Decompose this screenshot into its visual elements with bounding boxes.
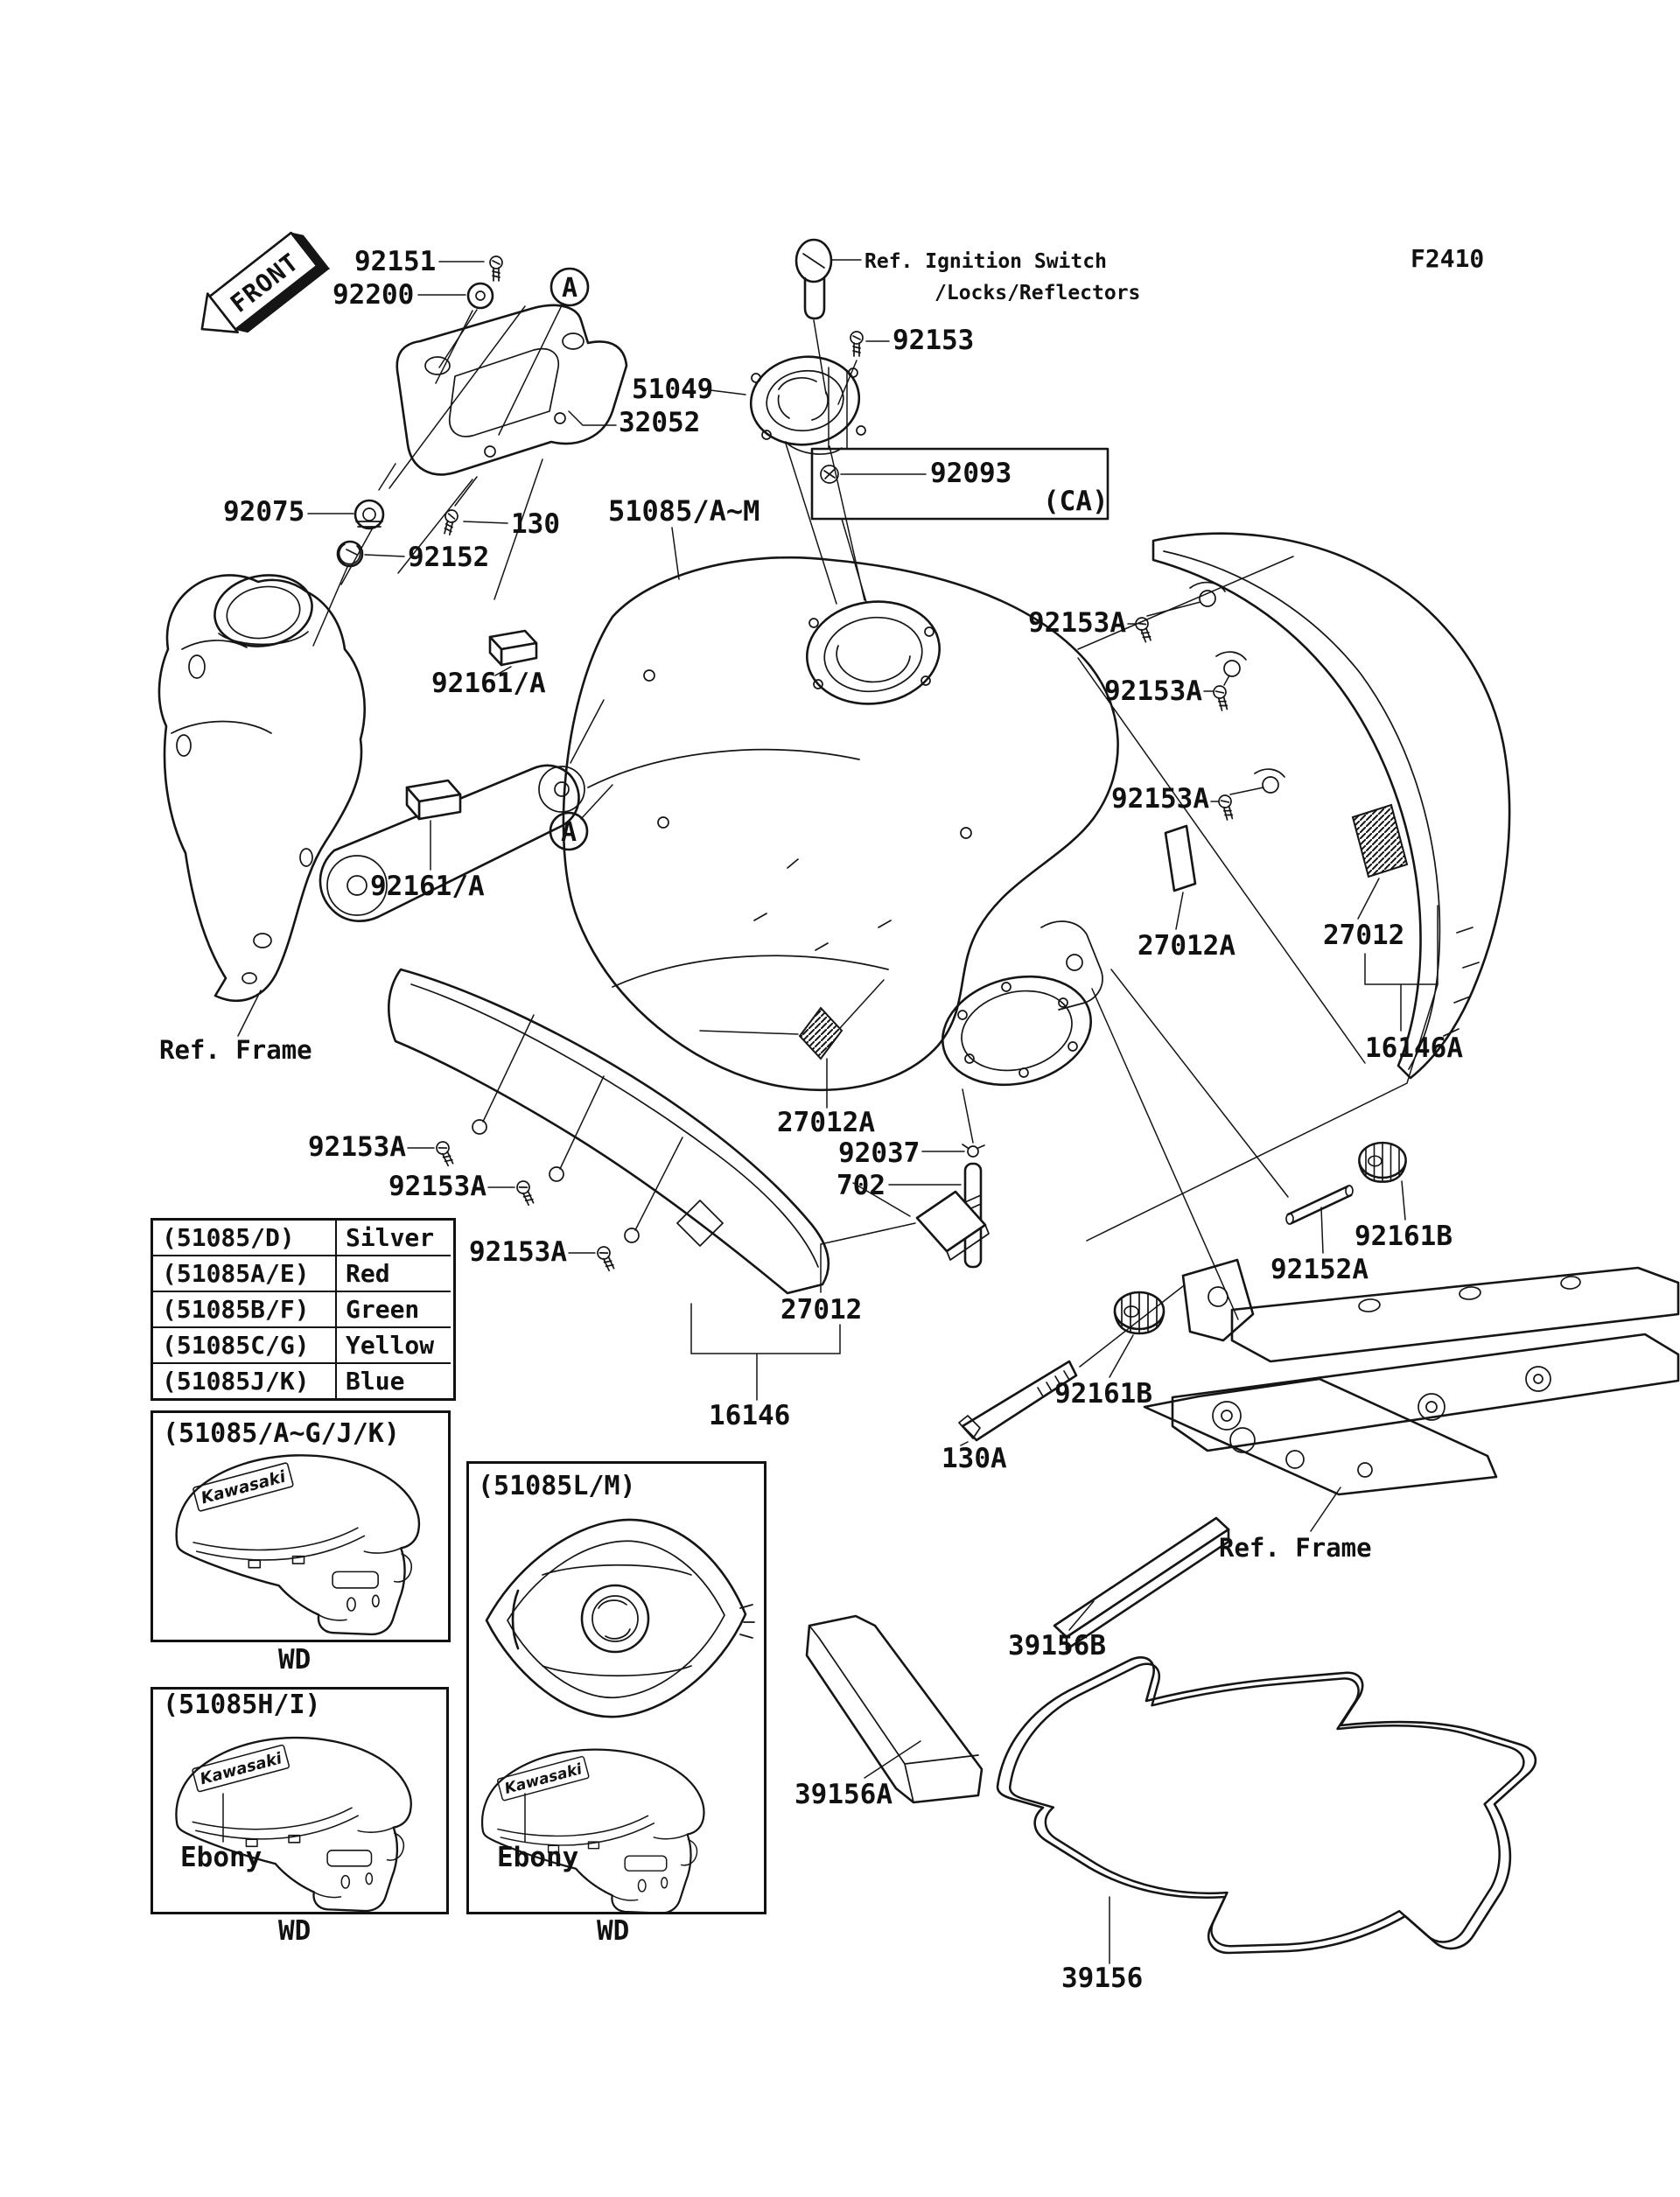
color-table-model: (51085A/E): [153, 1255, 337, 1291]
part-label-39156b: 39156B: [1008, 1630, 1106, 1662]
front-direction-marker: FRONT: [200, 231, 331, 334]
grommet-92075: [307, 463, 396, 585]
part-label-inset2-wd: WD: [278, 1915, 312, 1947]
part-label-92093: 92093: [930, 458, 1012, 489]
washer-92200: [388, 282, 526, 489]
color-table-color: Red: [337, 1255, 451, 1291]
pad-39156a: [805, 1614, 984, 1804]
part-label-ref-ignition-line2: /Locks/Reflectors: [934, 282, 1141, 304]
svg-text:A: A: [562, 273, 578, 304]
ignition-switch-key: [794, 238, 862, 395]
spring-27012-right: [1351, 803, 1409, 920]
pad-39156b: [1053, 1516, 1230, 1651]
ref-frame-rear-subframe: [1143, 1258, 1680, 1532]
part-label-27012a-center: 27012A: [777, 1107, 875, 1138]
part-label-ca-note: (CA): [1043, 486, 1109, 517]
inset3-tank-top-view: [485, 1518, 755, 1718]
damper-pad-92161a-2: [405, 779, 462, 871]
part-label-92161a-1: 92161/A: [431, 668, 546, 699]
part-label-inset3-wd: WD: [597, 1915, 630, 1947]
part-label-92152: 92152: [408, 542, 490, 573]
ref-frame-front-part: [158, 574, 605, 1037]
fuel-cap-51049: [710, 355, 866, 605]
color-table-model: (51085C/G): [153, 1326, 337, 1362]
part-label-inset2-caption: (51085H/I): [163, 1690, 321, 1720]
bolt-130a: [958, 1285, 1184, 1446]
part-label-27012a-right: 27012A: [1138, 930, 1236, 962]
inset-box-51085agjk: [150, 1410, 451, 1642]
part-label-92153a-right-2: 92153A: [1104, 675, 1202, 707]
tank-cover-left-16146: [388, 968, 830, 1295]
part-label-92152a: 92152A: [1270, 1254, 1368, 1285]
part-label-39156: 39156: [1061, 1963, 1144, 1994]
part-label-32052: 32052: [619, 407, 701, 438]
bracket-16146-leader: [690, 1303, 841, 1401]
clamp-92037: [921, 1088, 985, 1158]
bracket-32052: [396, 304, 628, 600]
clip-92152: [312, 540, 405, 647]
part-label-92161a-2: 92161/A: [370, 871, 485, 902]
part-label-inset3-caption: (51085L/M): [478, 1471, 636, 1501]
color-table-model: (51085B/F): [153, 1291, 337, 1326]
part-label-92153a-right-3: 92153A: [1111, 783, 1209, 815]
ca-note-box: [810, 367, 1110, 603]
part-label-92161b-upper: 92161B: [1354, 1221, 1452, 1252]
color-table-model: (51085J/K): [153, 1362, 337, 1398]
inset-box-51085hi: [150, 1687, 449, 1914]
detail-marker-a-top: A: [498, 267, 590, 436]
sticker-27012a-right: [1164, 824, 1197, 930]
part-label-27012-right: 27012: [1323, 920, 1405, 951]
fuel-tank-51085: [562, 527, 1119, 1091]
color-table-color: Silver: [346, 1223, 435, 1252]
part-label-ref-ignition-line1: Ref. Ignition Switch: [864, 250, 1107, 273]
color-table-color: Yellow: [337, 1326, 451, 1362]
part-label-16146: 16146: [709, 1400, 791, 1431]
part-label-16146a: 16146A: [1365, 1032, 1463, 1064]
part-label-figure-code: F2410: [1410, 244, 1485, 273]
part-label-ref-frame-left: Ref. Frame: [159, 1035, 312, 1065]
part-label-92153a-left-2: 92153A: [388, 1171, 486, 1202]
part-label-inset2-ebony: Ebony: [180, 1842, 262, 1873]
part-label-39156a: 39156A: [794, 1779, 892, 1810]
part-label-51085-a-m: 51085/A~M: [608, 494, 760, 528]
part-label-92153a-left-3: 92153A: [469, 1236, 567, 1268]
spring-27012a-center: [699, 979, 885, 1109]
tank-cover-right-16146a: [1077, 532, 1511, 1080]
color-table-model: (51085/D): [153, 1221, 337, 1255]
part-label-92161b-lower: 92161B: [1054, 1378, 1152, 1410]
part-label-92151: 92151: [354, 246, 437, 277]
part-label-92153: 92153: [892, 325, 975, 356]
pin-92152a: [1285, 1185, 1354, 1254]
reflector-27012-center: [820, 1182, 990, 1293]
part-label-ref-frame-right: Ref. Frame: [1219, 1533, 1372, 1563]
color-variant-table: (51085/D) Silver (51085A/E)Red(51085B/F)Gr…: [150, 1218, 456, 1401]
part-label-92200: 92200: [332, 279, 415, 311]
gasket-39156: [996, 1656, 1537, 1964]
part-label-inset1-caption: (51085/A~G/J/K): [163, 1418, 400, 1449]
color-table-color: Green: [337, 1291, 451, 1326]
part-label-inset1-wd: WD: [278, 1644, 312, 1676]
part-label-702: 702: [836, 1170, 886, 1201]
part-label-92037: 92037: [838, 1137, 920, 1169]
color-table-color: Blue: [337, 1362, 451, 1398]
bracket-16146a-leader: [1364, 905, 1438, 1032]
part-label-92153a-right-1: 92153A: [1028, 607, 1126, 639]
part-label-inset3-ebony: Ebony: [497, 1842, 579, 1873]
part-label-27012-center: 27012: [780, 1294, 863, 1326]
inset-box-51085lm: [466, 1461, 766, 1914]
part-label-130: 130: [511, 508, 560, 540]
damper-pad-92161a-1: [488, 629, 538, 676]
part-label-92153a-left-1: 92153A: [308, 1131, 406, 1163]
part-label-92075: 92075: [223, 496, 305, 528]
part-label-51049: 51049: [632, 374, 714, 405]
part-label-130a: 130A: [942, 1443, 1007, 1474]
